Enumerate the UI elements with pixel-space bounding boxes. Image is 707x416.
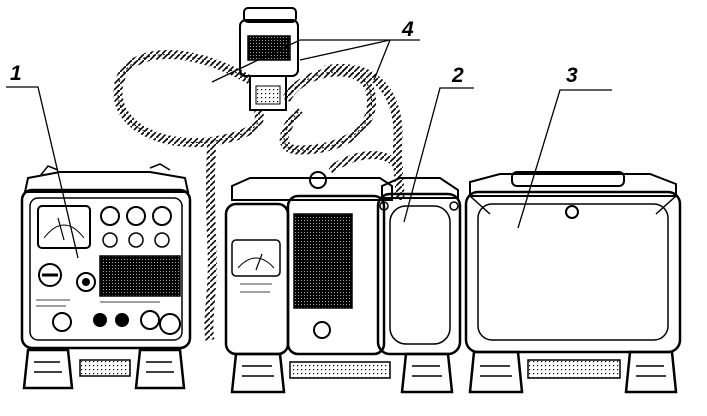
instruction-plate <box>99 255 181 297</box>
lid-unit-2 <box>376 177 462 356</box>
center-unit <box>224 171 454 394</box>
lid-unit-3 <box>464 171 682 394</box>
cable-assembly <box>113 7 405 341</box>
control-knobs <box>100 206 172 248</box>
instruction-plate <box>293 213 353 309</box>
callout-leaders <box>6 39 612 259</box>
callout-4: 4 <box>401 18 414 41</box>
callout-2: 2 <box>451 64 464 87</box>
callout-1: 1 <box>10 62 22 85</box>
callout-3: 3 <box>566 64 578 87</box>
left-unit-front-panel <box>20 163 192 390</box>
meter-dial <box>37 205 91 249</box>
